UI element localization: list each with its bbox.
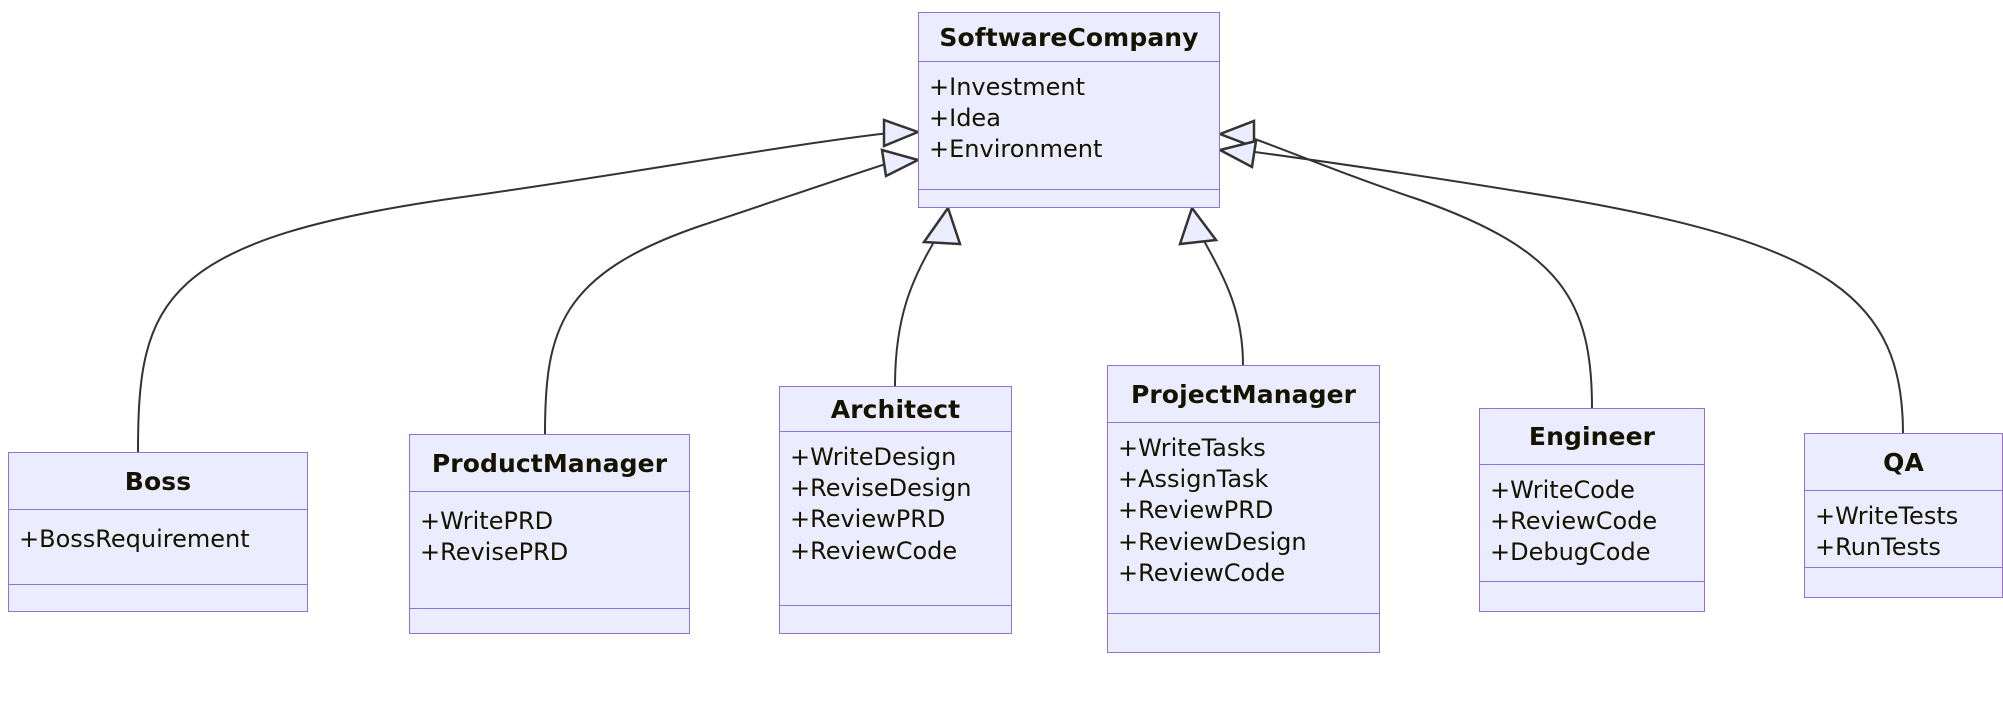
class-attribute: +ReviewPRD: [790, 505, 946, 534]
class-node-boss[interactable]: Boss +BossRequirement: [8, 452, 308, 612]
class-methods-projectmanager: [1108, 614, 1379, 650]
class-attribute: +WriteTasks: [1118, 434, 1266, 462]
class-attributes-engineer: +WriteCode +ReviewCode +DebugCode: [1480, 465, 1704, 581]
class-title-architect: Architect: [830, 394, 961, 424]
class-attribute: +WriteCode: [1490, 476, 1635, 504]
class-attributes-boss: +BossRequirement: [9, 510, 307, 584]
class-attributes-qa: +WriteTests +RunTests: [1805, 491, 2002, 567]
edge-projectmanager-to-softwarecompany: [1178, 205, 1244, 366]
class-attribute: +RevisePRD: [420, 538, 569, 567]
class-attribute: +ReviewCode: [1118, 558, 1286, 587]
class-divider: [780, 431, 1011, 432]
class-attribute: +AssignTask: [1118, 465, 1269, 494]
class-title-boss: Boss: [124, 466, 192, 496]
class-divider: [410, 491, 689, 492]
class-divider: [1805, 567, 2002, 568]
class-methods-boss: [9, 585, 307, 609]
class-attribute: +Environment: [929, 135, 1103, 164]
class-attribute: +ReviseDesign: [790, 474, 972, 503]
class-divider: [780, 605, 1011, 606]
class-title-engineer: Engineer: [1528, 422, 1656, 451]
class-attribute: +ReviewCode: [790, 536, 958, 565]
class-methods-productmanager: [410, 609, 689, 631]
class-divider: [919, 189, 1219, 190]
class-divider: [9, 509, 307, 510]
class-node-projectmanager[interactable]: ProjectManager +WriteTasks +AssignTask +…: [1107, 365, 1380, 653]
class-node-qa[interactable]: QA +WriteTests +RunTests: [1804, 433, 2003, 598]
class-attribute: +WritePRD: [420, 507, 554, 535]
class-divider: [410, 608, 689, 609]
class-title-productmanager: ProductManager: [431, 448, 668, 478]
class-node-softwarecompany[interactable]: SoftwareCompany +Investment +Idea +Envir…: [918, 12, 1220, 208]
class-attribute: +ReviewPRD: [1118, 496, 1274, 525]
class-attribute: +Idea: [929, 104, 1001, 133]
class-attribute: +ReviewCode: [1490, 507, 1658, 536]
class-divider: [1480, 581, 1704, 582]
class-divider: [1805, 490, 2002, 491]
class-divider: [1108, 422, 1379, 423]
class-attribute: +WriteDesign: [790, 443, 957, 471]
class-attribute: +Investment: [929, 73, 1086, 101]
class-divider: [1480, 464, 1704, 465]
class-attribute: +DebugCode: [1490, 538, 1651, 567]
class-attributes-softwarecompany: +Investment +Idea +Environment: [919, 62, 1219, 189]
class-divider: [919, 61, 1219, 62]
class-attribute: +BossRequirement: [19, 525, 250, 553]
class-node-engineer[interactable]: Engineer +WriteCode +ReviewCode +DebugCo…: [1479, 408, 1705, 612]
class-attributes-projectmanager: +WriteTasks +AssignTask +ReviewPRD +Revi…: [1108, 423, 1379, 613]
class-attributes-architect: +WriteDesign +ReviseDesign +ReviewPRD +R…: [780, 432, 1011, 605]
class-divider: [1108, 613, 1379, 614]
class-methods-architect: [780, 606, 1011, 631]
class-node-architect[interactable]: Architect +WriteDesign +ReviseDesign +Re…: [779, 386, 1012, 634]
class-methods-qa: [1805, 568, 2002, 595]
class-attribute: +RunTests: [1815, 533, 1941, 562]
class-methods-engineer: [1480, 582, 1704, 609]
class-attributes-productmanager: +WritePRD +RevisePRD: [410, 492, 689, 608]
class-node-productmanager[interactable]: ProductManager +WritePRD +RevisePRD: [409, 434, 690, 634]
class-methods-softwarecompany: [919, 190, 1219, 210]
edge-architect-to-softwarecompany: [894, 205, 962, 387]
class-title-qa: QA: [1883, 447, 1924, 477]
class-divider: [9, 584, 307, 585]
class-attribute: +WriteTests: [1815, 502, 1959, 530]
class-attribute: +ReviewDesign: [1118, 527, 1307, 556]
class-title-projectmanager: ProjectManager: [1130, 379, 1357, 409]
class-title-softwarecompany: SoftwareCompany: [939, 22, 1199, 52]
